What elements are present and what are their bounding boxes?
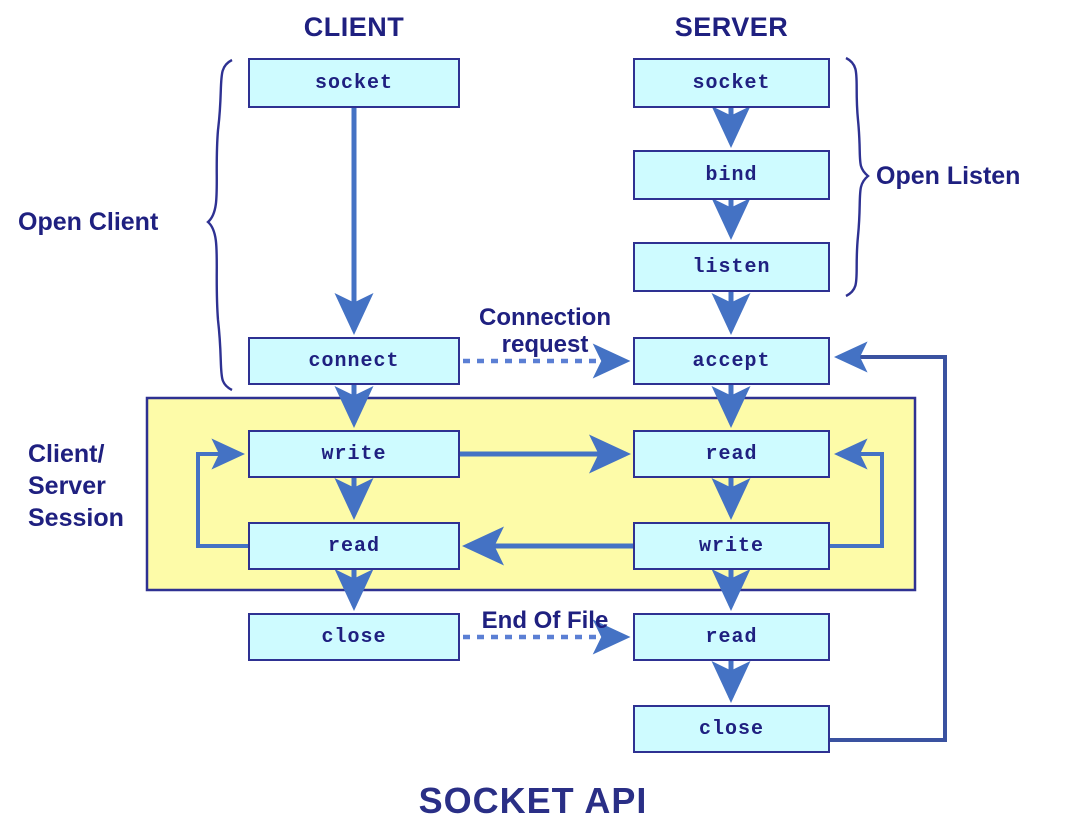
- label-connection-request: Connection request: [479, 304, 611, 358]
- node-label: listen: [692, 255, 771, 279]
- label-open-client: Open Client: [18, 208, 159, 236]
- label-open-listen: Open Listen: [876, 162, 1021, 190]
- open-client-brace: [206, 58, 233, 392]
- edge-server-write-loop-to-read: [830, 438, 884, 548]
- node-label: accept: [692, 349, 771, 373]
- node-server-listen[interactable]: listen: [633, 242, 830, 292]
- edge-server-close-loop-to-accept: [830, 341, 947, 742]
- node-label: bind: [705, 163, 758, 187]
- node-label: close: [321, 625, 387, 649]
- node-label: write: [321, 442, 387, 466]
- node-label: connect: [308, 349, 400, 373]
- node-server-bind[interactable]: bind: [633, 150, 830, 200]
- label-end-of-file: End Of File: [481, 607, 609, 634]
- diagram-title: SOCKET API: [418, 780, 648, 821]
- node-label: socket: [692, 71, 771, 95]
- node-client-socket[interactable]: socket: [248, 58, 460, 108]
- node-server-socket[interactable]: socket: [633, 58, 830, 108]
- label-client-server-session: Client/ Server Session: [28, 440, 124, 532]
- node-client-read[interactable]: read: [248, 522, 460, 570]
- node-label: close: [698, 717, 764, 741]
- node-label: read: [705, 442, 758, 466]
- node-client-write[interactable]: write: [248, 430, 460, 478]
- column-title-client: CLIENT: [303, 12, 405, 42]
- edge-client-read-loop-to-write: [196, 438, 248, 548]
- node-server-read-2[interactable]: read: [633, 613, 830, 661]
- node-server-write[interactable]: write: [633, 522, 830, 570]
- node-label: read: [327, 534, 380, 558]
- node-server-close[interactable]: close: [633, 705, 830, 753]
- node-client-connect[interactable]: connect: [248, 337, 460, 385]
- node-label: write: [698, 534, 764, 558]
- node-server-accept[interactable]: accept: [633, 337, 830, 385]
- node-client-close[interactable]: close: [248, 613, 460, 661]
- column-title-server: SERVER: [674, 12, 789, 42]
- node-label: socket: [314, 71, 393, 95]
- node-label: read: [705, 625, 758, 649]
- node-server-read[interactable]: read: [633, 430, 830, 478]
- open-listen-brace: [845, 56, 870, 298]
